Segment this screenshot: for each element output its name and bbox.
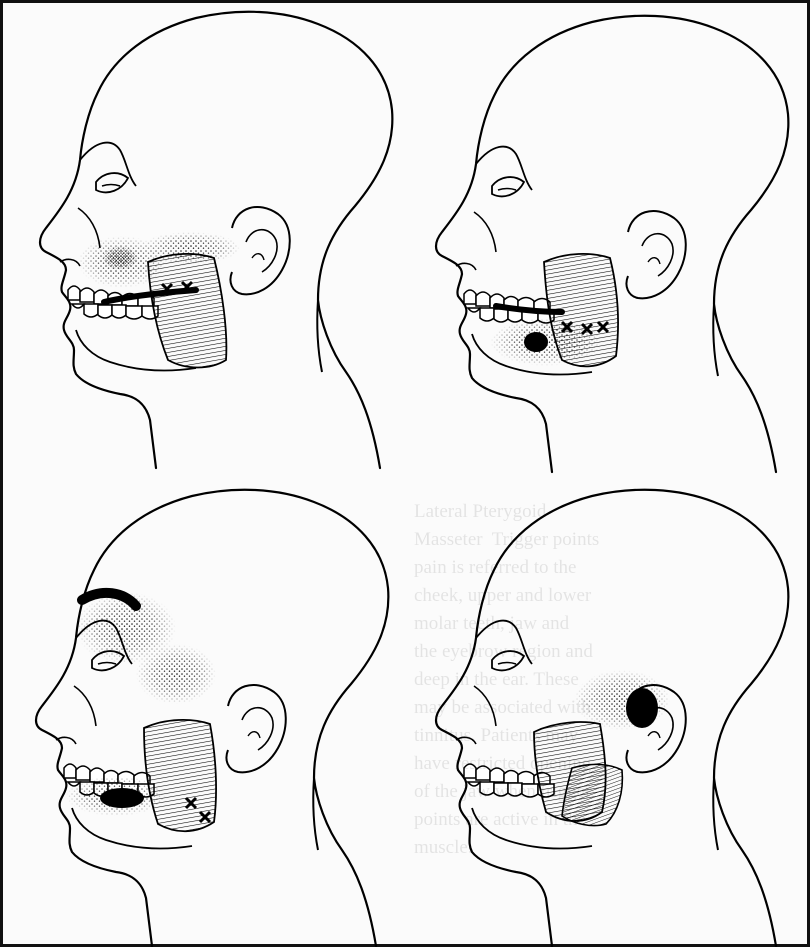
panel-bottom-left [36, 490, 388, 946]
panel-top-left [40, 12, 392, 468]
masseter-muscle [148, 254, 226, 368]
bleed-through-text: Lateral Pterygoid Masseter Trigger point… [414, 498, 809, 938]
panel-top-right [436, 16, 788, 472]
masseter-muscle [144, 720, 216, 831]
